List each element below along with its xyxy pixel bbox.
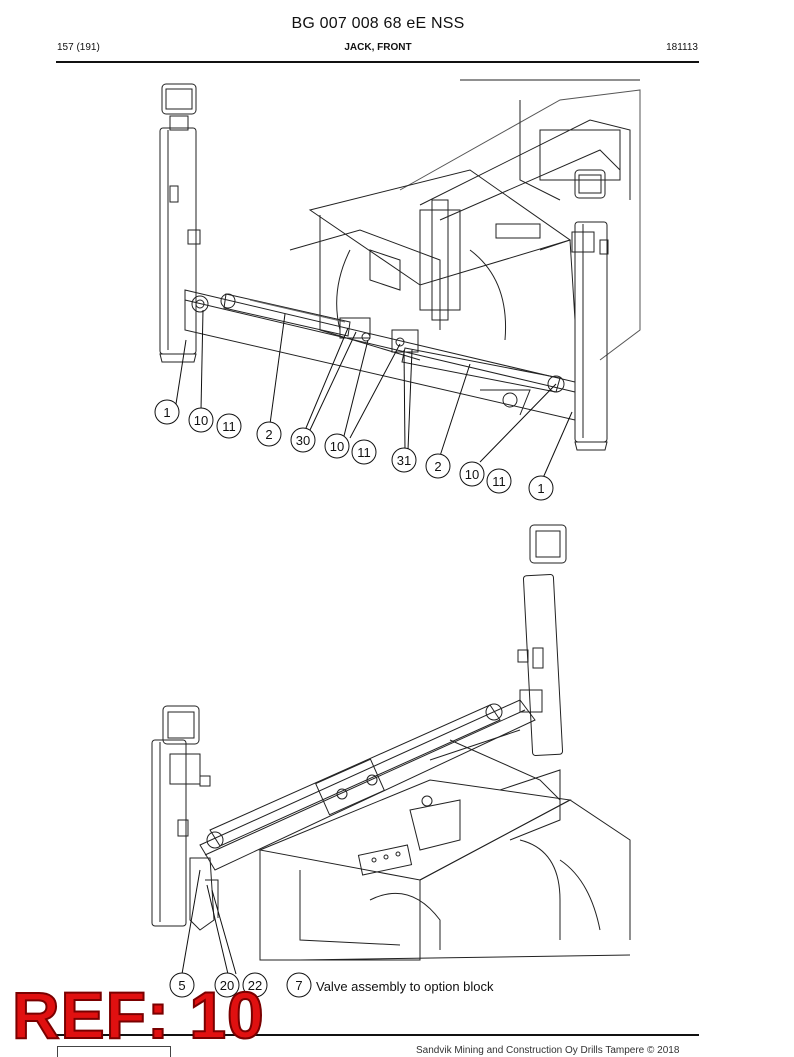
- callout-circle: [290, 427, 316, 453]
- callout-circle: [242, 972, 268, 998]
- callout-20: 20: [220, 978, 234, 993]
- sandvik-logo: [57, 1046, 171, 1057]
- top-assembly-drawing: [159, 79, 641, 451]
- callout-30: 30: [296, 433, 310, 448]
- callout-circle: [216, 413, 242, 439]
- callout-circle: [528, 475, 554, 501]
- footer-copyright: Sandvik Mining and Construction Oy Drill…: [416, 1045, 680, 1056]
- callout-11-right: 11: [492, 474, 506, 489]
- callout-7: 7: [295, 978, 302, 993]
- footer-rule: [56, 1034, 699, 1036]
- callout-5: 5: [178, 978, 185, 993]
- callout-circle: [486, 468, 512, 494]
- ref-stamp: REF: 10: [11, 978, 265, 1052]
- callout-22: 22: [248, 978, 262, 993]
- callout-circle: [214, 972, 240, 998]
- callout-10-middle: 10: [330, 439, 344, 454]
- callout-circle: [169, 972, 195, 998]
- date-code: 181113: [666, 42, 698, 53]
- header-rule: [56, 61, 699, 63]
- callout-2-right: 2: [434, 459, 441, 474]
- callout-11-left: 11: [222, 419, 236, 434]
- callout-circle: [286, 972, 312, 998]
- page-number: 157 (191): [57, 42, 100, 53]
- callout-circle: [188, 407, 214, 433]
- callout-circle: [351, 439, 377, 465]
- top-leader-lines: [175, 309, 573, 479]
- callout-circle: [459, 461, 485, 487]
- callout-1-left: 1: [163, 405, 170, 420]
- callout-31: 31: [397, 453, 411, 468]
- callout-circle: [256, 421, 282, 447]
- callout-1-right: 1: [537, 481, 544, 496]
- callout-11-middle: 11: [357, 445, 371, 460]
- callout-circle: [425, 453, 451, 479]
- section-title: JACK, FRONT: [344, 42, 412, 53]
- callout-circles: [154, 399, 554, 998]
- callout-circle: [391, 447, 417, 473]
- callout-10-left: 10: [194, 413, 208, 428]
- callout-circle: [324, 433, 350, 459]
- bottom-leader-lines: [181, 869, 237, 975]
- bottom-assembly-drawing: [151, 524, 631, 961]
- callout-10-right: 10: [465, 467, 479, 482]
- callout-2-left: 2: [265, 427, 272, 442]
- callout-circle: [154, 399, 180, 425]
- document-number: BG 007 008 68 eE NSS: [291, 15, 465, 32]
- callout-7-legend: Valve assembly to option block: [316, 979, 494, 994]
